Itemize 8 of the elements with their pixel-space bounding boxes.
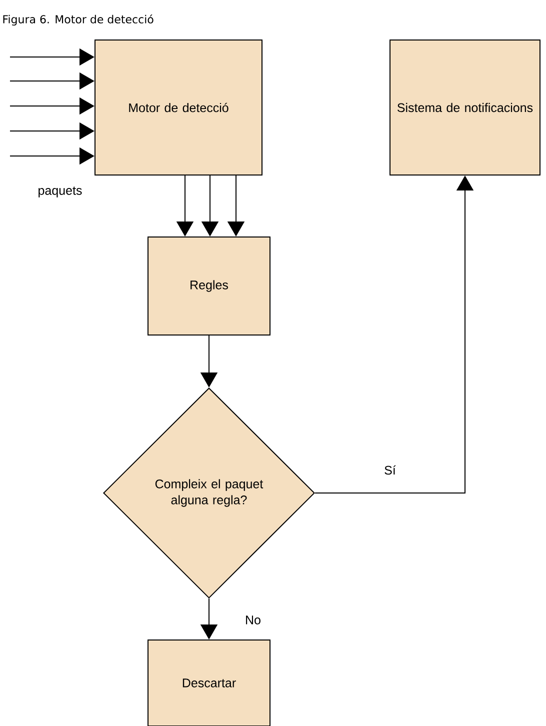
edge-label: Sí	[383, 464, 397, 476]
process-box: Motor de detecció	[94, 40, 262, 176]
title: Figura 6. Motor de detecció	[3, 14, 154, 26]
edge-label: No	[244, 614, 262, 626]
process-box: Regles	[148, 236, 270, 336]
process-box: Descartar	[148, 640, 270, 726]
input-label: paquets	[38, 186, 82, 198]
output-box: Sistema de notificacions	[390, 40, 540, 176]
